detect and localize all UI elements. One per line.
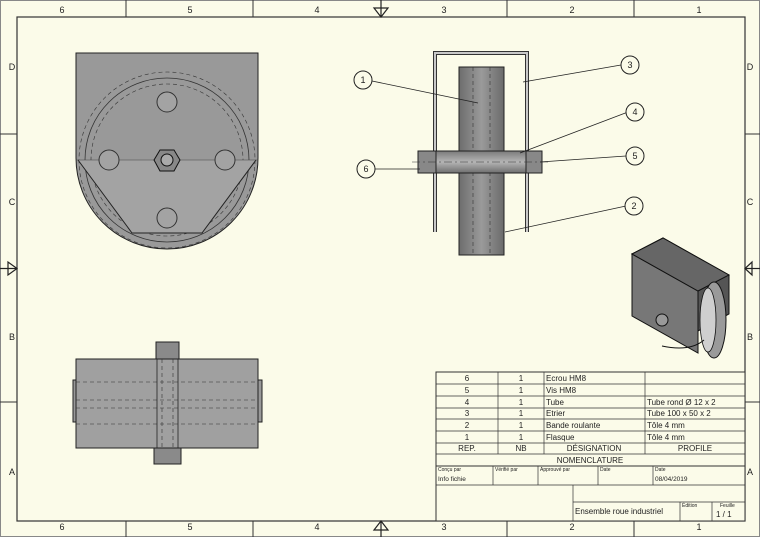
tb-approved-label: Approuvé par: [540, 467, 570, 473]
bom-rep: 5: [465, 386, 470, 395]
bom-designation: Etrier: [546, 409, 565, 418]
col-number: 5: [187, 522, 192, 532]
row-letter: D: [9, 62, 16, 72]
bom-header-profile: PROFILE: [678, 444, 712, 453]
bom-rep: 1: [465, 433, 470, 442]
row-letter: B: [747, 332, 753, 342]
balloon-label: 2: [631, 201, 636, 211]
col-number: 1: [696, 5, 701, 15]
tb-sheet-label: Feuille: [720, 503, 735, 509]
tb-date-value: 08/04/2019: [655, 476, 688, 483]
row-letter: A: [747, 467, 753, 477]
tb-drawn-value: Info fichie: [438, 476, 466, 483]
col-number: 2: [569, 522, 574, 532]
top-view: [72, 341, 263, 465]
bom-profile: Tôle 4 mm: [647, 433, 685, 442]
col-number: 3: [441, 522, 446, 532]
balloon-label: 6: [363, 164, 368, 174]
bom-rep: 2: [465, 421, 470, 430]
col-number: 1: [696, 522, 701, 532]
tb-date-label-2: Date: [655, 467, 666, 473]
col-number: 6: [59, 522, 64, 532]
isometric-view: [630, 237, 731, 359]
col-number: 4: [314, 5, 319, 15]
bom-profile: Tube rond Ø 12 x 2: [647, 398, 716, 407]
col-number: 6: [59, 5, 64, 15]
bom-profile: Tôle 4 mm: [647, 421, 685, 430]
tb-date-label: Date: [600, 467, 611, 473]
bom-table: [435, 371, 746, 467]
balloon-label: 4: [632, 107, 637, 117]
bom-title: NOMENCLATURE: [557, 456, 624, 465]
balloon-label: 1: [360, 75, 365, 85]
tb-sheet-value: 1 / 1: [716, 510, 732, 519]
title-block: [435, 465, 746, 522]
bom-nb: 1: [519, 409, 524, 418]
balloons: [353, 55, 645, 216]
bom-designation: Flasque: [546, 433, 575, 442]
bom-designation: Vis HM8: [546, 386, 577, 395]
bom-nb: 1: [519, 433, 524, 442]
row-letter: C: [747, 197, 754, 207]
tb-edition-label: Édition: [682, 502, 698, 509]
bom-header-rep: REP.: [458, 444, 476, 453]
bom-nb: 1: [519, 398, 524, 407]
bom-designation: Tube: [546, 398, 564, 407]
front-view: [75, 52, 259, 250]
col-number: 2: [569, 5, 574, 15]
bom-nb: 1: [519, 421, 524, 430]
tb-drawn-label: Conçu par: [438, 467, 461, 473]
bom-header-designation: DÉSIGNATION: [567, 444, 622, 453]
bom-rep: 6: [465, 374, 470, 383]
bom-header-nb: NB: [515, 444, 526, 453]
bom-rep: 3: [465, 409, 470, 418]
side-view: [412, 51, 550, 256]
row-letter: D: [747, 62, 754, 72]
bom-designation: Bande roulante: [546, 421, 601, 430]
balloon-label: 3: [627, 60, 632, 70]
bom-profile: Tube 100 x 50 x 2: [647, 409, 711, 418]
bom-nb: 1: [519, 386, 524, 395]
tb-checked-label: Vérifié par: [495, 467, 518, 473]
row-letter: B: [9, 332, 15, 342]
tb-drawing-title: Ensemble roue industriel: [575, 507, 663, 516]
col-number: 4: [314, 522, 319, 532]
col-number: 3: [441, 5, 446, 15]
balloon-label: 5: [632, 151, 637, 161]
leader-lines: [371, 64, 629, 233]
row-letter: C: [9, 197, 16, 207]
col-number: 5: [187, 5, 192, 15]
row-letter: A: [9, 467, 15, 477]
bom-designation: Ecrou HM8: [546, 374, 587, 383]
bom-rep: 4: [465, 398, 470, 407]
bom-nb: 1: [519, 374, 524, 383]
